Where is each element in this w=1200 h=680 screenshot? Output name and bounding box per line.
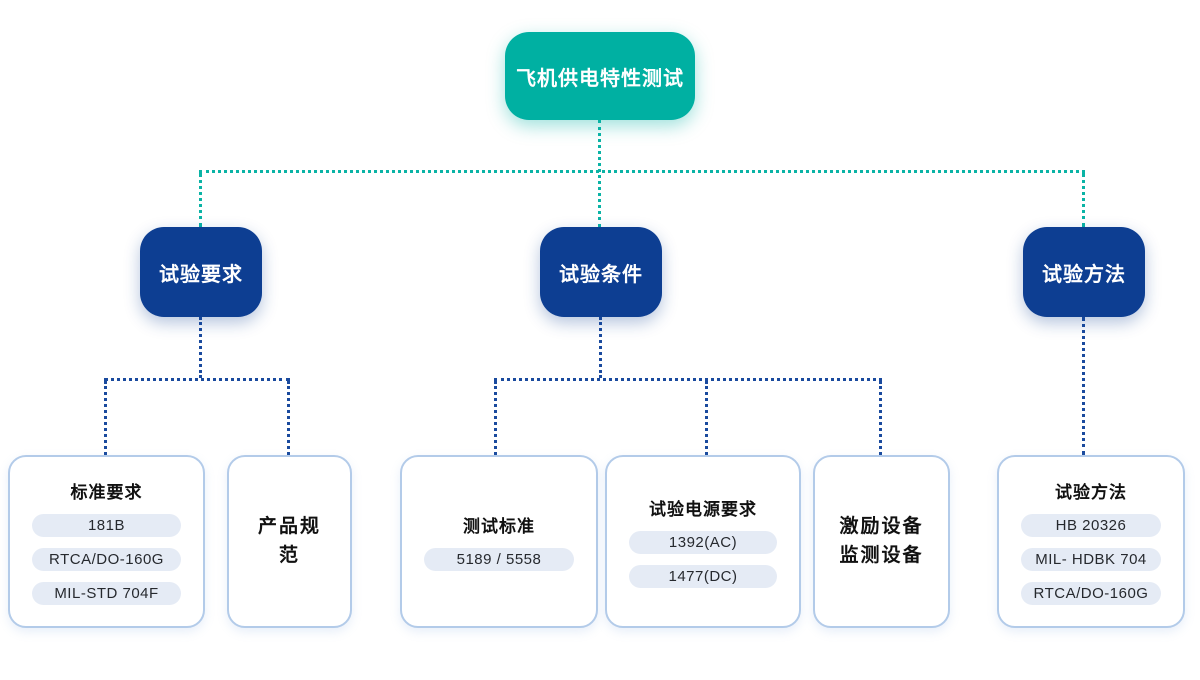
card-title: 测试标准 [463, 517, 535, 536]
card-product-specification: 产品规范 [227, 455, 352, 628]
connector-card5-drop [879, 381, 882, 455]
connector-root-center-drop [598, 120, 601, 227]
card-label-line: 激励设备 [839, 516, 924, 537]
standard-pill: 1392(AC) [629, 531, 777, 554]
connector-branch1-drop [199, 173, 202, 227]
branch-node-test-methods: 试验方法 [1023, 227, 1145, 317]
card-label: 产品规范 [257, 516, 321, 566]
root-node: 飞机供电特性测试 [505, 32, 695, 120]
card-equipment: 激励设备 监测设备 [813, 455, 950, 628]
branch-node-test-requirements: 试验要求 [140, 227, 262, 317]
card-test-standards: 测试标准 5189 / 5558 [400, 455, 598, 628]
branch-node-label: 试验要求 [159, 263, 243, 286]
connector-branch3-drop [1082, 173, 1085, 227]
connector-group1-horizontal [104, 378, 290, 381]
connector-card1-drop [104, 381, 107, 455]
card-title: 试验方法 [1055, 483, 1127, 502]
connector-level1-horizontal [199, 170, 1085, 173]
standard-pill: MIL-STD 704F [32, 582, 181, 605]
standard-pill: 1477(DC) [629, 565, 777, 588]
standard-pill: MIL- HDBK 704 [1021, 548, 1161, 571]
connector-group2-horizontal [494, 378, 882, 381]
card-title: 试验电源要求 [649, 500, 757, 519]
card-power-requirements: 试验电源要求 1392(AC) 1477(DC) [605, 455, 801, 628]
standard-pill: RTCA/DO-160G [1021, 582, 1161, 605]
card-standard-requirements: 标准要求 181B RTCA/DO-160G MIL-STD 704F [8, 455, 205, 628]
root-node-label: 飞机供电特性测试 [516, 67, 684, 90]
standard-pill: 181B [32, 514, 181, 537]
card-label: 激励设备 监测设备 [837, 513, 926, 570]
card-test-methods: 试验方法 HB 20326 MIL- HDBK 704 RTCA/DO-160G [997, 455, 1185, 628]
connector-card6-drop [1082, 317, 1085, 455]
standard-pill: RTCA/DO-160G [32, 548, 181, 571]
connector-card4-drop [705, 381, 708, 455]
connector-card3-drop [494, 381, 497, 455]
connector-branch1-feed [199, 317, 202, 378]
branch-node-label: 试验方法 [1042, 263, 1126, 286]
branch-node-test-conditions: 试验条件 [540, 227, 662, 317]
branch-node-label: 试验条件 [559, 263, 643, 286]
standard-pill: HB 20326 [1021, 514, 1161, 537]
connector-card2-drop [287, 381, 290, 455]
card-label-line: 监测设备 [839, 544, 924, 566]
connector-branch2-feed [599, 317, 602, 378]
standard-pill: 5189 / 5558 [424, 548, 574, 571]
card-title: 标准要求 [70, 483, 143, 502]
